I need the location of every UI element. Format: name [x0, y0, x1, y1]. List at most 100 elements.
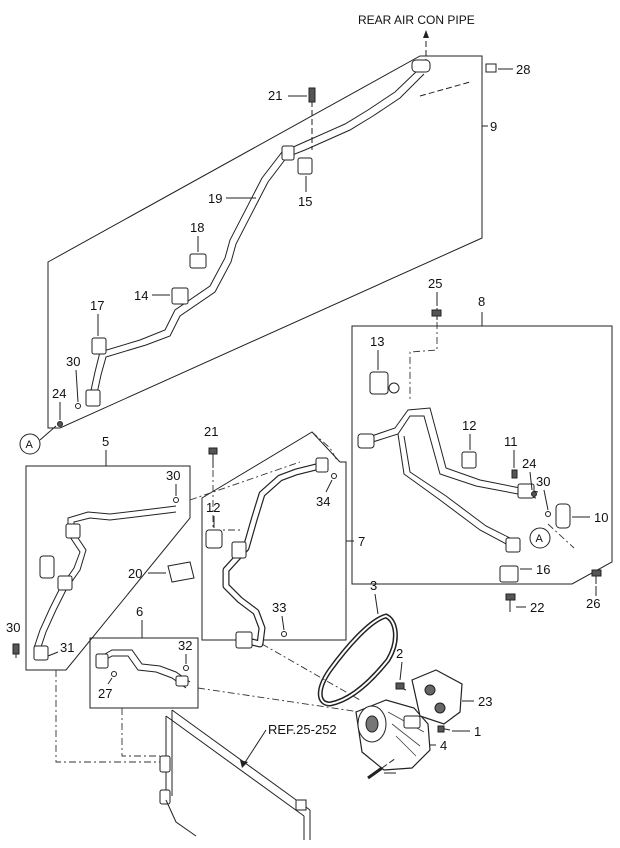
pipe-19-upper	[89, 69, 419, 396]
callout-20: 20	[128, 566, 142, 581]
bolt-25-icon	[431, 309, 442, 317]
ref-label: REF.25-252	[268, 722, 337, 737]
fitting-8-left	[357, 433, 375, 449]
condenser-left-edge	[165, 710, 173, 800]
callout-19: 19	[208, 191, 222, 206]
ref-line-6	[121, 708, 160, 757]
oring-31-icon	[183, 665, 189, 671]
drive-belt-3-inner	[319, 614, 397, 706]
ref-leader	[243, 729, 267, 765]
bolt-26-icon	[591, 569, 602, 577]
callout-13: 13	[370, 334, 384, 349]
clamp-upper	[281, 145, 295, 161]
callout-23: 1	[474, 724, 481, 739]
callout-10: 10	[594, 510, 608, 525]
callout-8: 8	[478, 294, 485, 309]
compressor-port	[403, 715, 421, 729]
condenser-outlet	[159, 789, 171, 805]
marker-a-right-axis	[547, 523, 575, 549]
oring-24-right-icon	[531, 491, 537, 497]
callout-21-upper: 21	[268, 88, 282, 103]
assembly-6-frame	[89, 637, 199, 709]
bolt-23-icon	[437, 725, 445, 733]
hose-5-inner	[33, 505, 177, 649]
fitting-10	[555, 503, 571, 529]
callout-30-left: 30	[166, 468, 180, 483]
bolt-29-icon	[12, 643, 20, 655]
bolt-21-lower-icon	[208, 447, 218, 455]
ref-line-5	[55, 670, 160, 763]
assembly-5-frame	[25, 465, 191, 671]
pipe-8-lower	[397, 433, 511, 547]
callout-24-right: 24	[522, 456, 536, 471]
callout-14: 14	[134, 288, 148, 303]
view-marker-a-left	[19, 433, 41, 455]
leader-3	[374, 593, 379, 615]
callout-15: 15	[298, 194, 312, 209]
bolt-21-icon	[308, 87, 316, 103]
assembly-9-frame	[47, 55, 483, 429]
callout-3: 3	[370, 578, 377, 593]
oring-32-icon	[111, 671, 117, 677]
condenser-bracket	[295, 799, 307, 811]
leader-30-upper	[75, 369, 79, 403]
oring-24-icon	[57, 421, 63, 427]
callout-32: 27	[98, 686, 112, 701]
ref-arrow-icon	[240, 760, 248, 768]
fitting-6-left	[95, 653, 109, 669]
callout-11: 11	[504, 434, 518, 449]
callout-18: 18	[190, 220, 204, 235]
pipe-6-upper	[97, 649, 191, 683]
fitting-5-bottom	[33, 645, 49, 661]
compressor-bracket-2	[411, 669, 463, 725]
callout-22: 22	[530, 600, 544, 615]
clamp-17	[91, 337, 107, 355]
ref-line-5-7	[189, 461, 301, 501]
callout-21-lower: 21	[204, 424, 218, 439]
bolt-22-icon	[505, 593, 516, 601]
callout-28: 28	[516, 62, 530, 77]
leader-30-lower	[47, 651, 59, 657]
clamp-14	[171, 287, 189, 305]
callout-1: 4	[440, 738, 447, 753]
clamp-5-upper	[65, 523, 81, 539]
fitting-7-end	[315, 457, 329, 473]
callout-24-upper: 24	[52, 386, 66, 401]
pipe-end-fitting	[85, 389, 101, 407]
bracket-5	[57, 575, 73, 591]
bracket-2-hole-upper	[424, 684, 436, 696]
callout-30-upper: 30	[66, 354, 80, 369]
assembly-8-frame	[351, 325, 613, 585]
callout-34: 34	[316, 494, 330, 509]
callout-12-left: 12	[206, 500, 220, 515]
pipe-6-lower	[97, 655, 187, 689]
bolt-4-icon	[367, 766, 383, 780]
fitting-7-lower	[235, 631, 253, 649]
bracket-16	[499, 565, 519, 583]
callout-26: 26	[586, 596, 600, 611]
clamp-18	[189, 253, 207, 269]
bolt-27-icon	[395, 682, 405, 690]
clamp-12-left	[205, 529, 223, 549]
rear-pipe-fitting	[411, 59, 431, 73]
condenser-right-edge	[303, 810, 311, 840]
assembly-7-link	[311, 431, 339, 463]
callout-9: 9	[490, 119, 497, 134]
fitting-7-upper	[231, 541, 247, 559]
callout-12-right: 12	[462, 418, 476, 433]
assembly-8-axis	[409, 322, 438, 400]
view-marker-a-left-leader	[39, 425, 57, 441]
condenser-inlet	[159, 755, 171, 773]
nut-28-icon	[485, 63, 497, 73]
pipe-8-mid	[359, 415, 537, 499]
callout-29: 30	[6, 620, 20, 635]
compressor-hub	[365, 715, 379, 733]
ref-line-6-compressor	[197, 687, 361, 713]
bracket-15	[297, 157, 313, 175]
oring-8-icon	[388, 382, 400, 394]
view-marker-a-right-text: A	[536, 533, 544, 545]
leader-32	[107, 677, 113, 685]
fitting-5-mid	[39, 555, 55, 579]
fitting-6-right	[175, 675, 189, 687]
